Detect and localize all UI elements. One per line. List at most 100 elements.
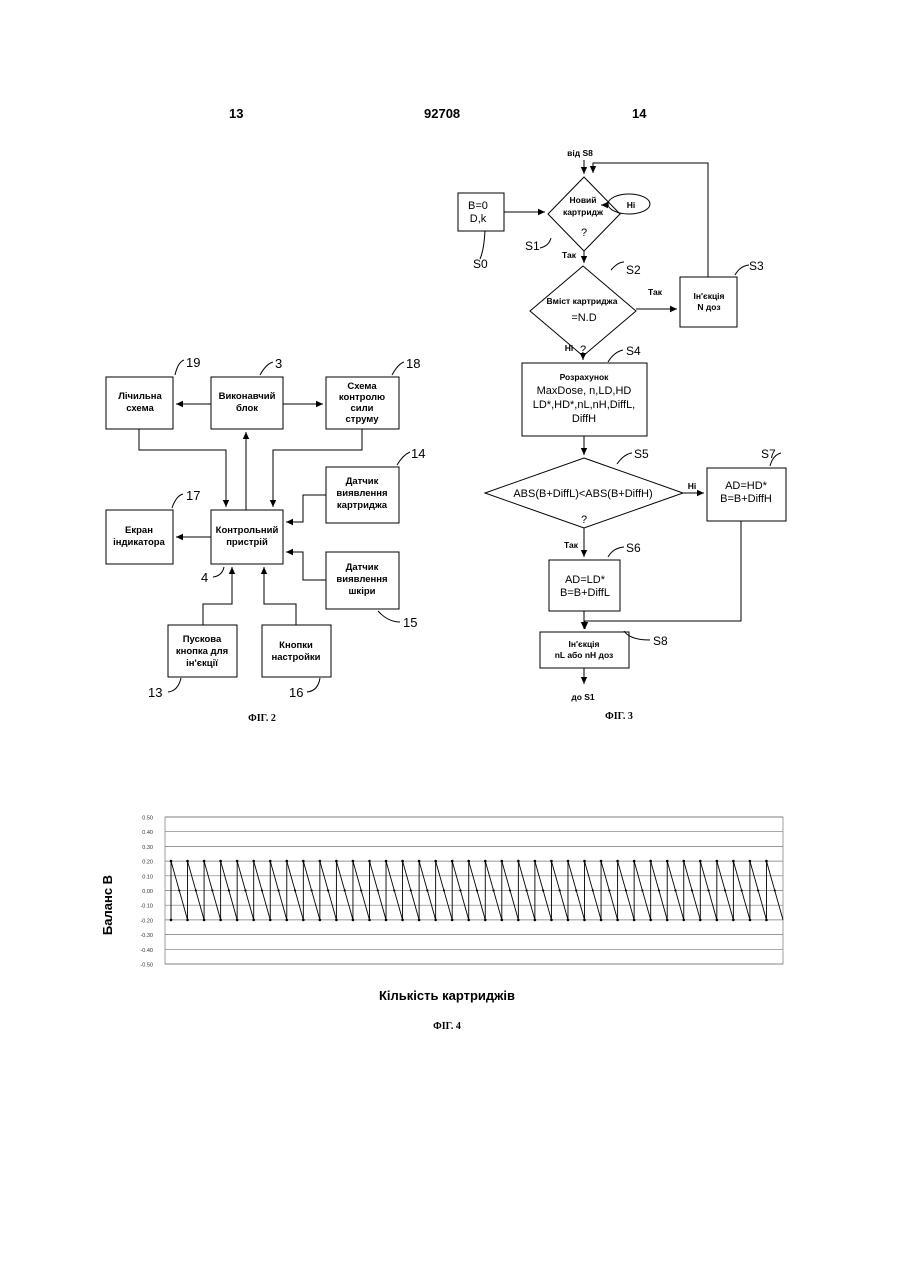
ref-13: 13 (148, 685, 162, 700)
step-s6: S6 (626, 541, 641, 555)
data-point (310, 889, 312, 891)
data-point (666, 860, 669, 863)
y-tick-label: -0.50 (140, 963, 153, 969)
from-s8-label: від S8 (567, 148, 593, 158)
content-check-formula: =N.D (571, 312, 596, 324)
step-s7: S7 (761, 447, 776, 461)
data-point (451, 860, 454, 863)
data-point (203, 860, 206, 863)
data-point (467, 860, 470, 863)
y-tick-label: 0.10 (142, 874, 153, 880)
y-tick-label: 0.40 (142, 830, 153, 836)
data-point (285, 860, 288, 863)
page-number-right: 14 (632, 106, 646, 121)
data-point (484, 919, 487, 922)
data-point (170, 860, 173, 863)
low-dose-label: AD=LD*B=B+DiffL (560, 574, 610, 599)
y-tick-label: 0.00 (142, 889, 153, 895)
skin-sensor-label: Датчиквиявленняшкіри (336, 562, 387, 597)
counter-label: Лічильнасхема (118, 391, 162, 414)
data-point (682, 919, 685, 922)
init-label: B=0D,k (468, 200, 488, 225)
data-point (426, 889, 428, 891)
data-point (534, 860, 537, 863)
data-point (344, 889, 346, 891)
fig2-caption: ФІГ. 2 (248, 713, 276, 724)
y-tick-labels: 0.500.400.300.200.100.00-0.10-0.20-0.30-… (140, 816, 153, 969)
display-label: Екраніндикатора (113, 525, 165, 548)
data-point (691, 889, 693, 891)
data-point (385, 860, 388, 863)
data-point (559, 889, 561, 891)
data-point (244, 889, 246, 891)
step-s4: S4 (626, 344, 641, 358)
data-point (749, 860, 752, 863)
data-point (757, 889, 759, 891)
data-point (716, 860, 719, 863)
data-point (459, 889, 461, 891)
box-settings-buttons (262, 625, 331, 677)
data-point (302, 919, 305, 922)
data-point (732, 860, 735, 863)
y-tick-label: 0.50 (142, 816, 153, 822)
data-point (526, 889, 528, 891)
controller-label: Контрольнийпристрій (216, 525, 279, 548)
step-s0: S0 (473, 257, 488, 271)
fig4-caption: ФІГ. 4 (433, 1021, 461, 1032)
data-point (476, 889, 478, 891)
data-point (509, 889, 511, 891)
ref-17: 17 (186, 488, 200, 503)
data-point (434, 919, 437, 922)
y-tick-label: 0.20 (142, 860, 153, 866)
ref-19: 19 (186, 355, 200, 370)
data-point (203, 919, 206, 922)
high-dose-label: AD=HD*B=B+DiffH (720, 480, 772, 505)
data-point (352, 860, 355, 863)
y-tick-label: -0.30 (140, 933, 153, 939)
yes-label-3: Так (564, 540, 579, 550)
ref-16: 16 (289, 685, 303, 700)
data-point (319, 860, 322, 863)
data-point (434, 860, 437, 863)
ref-14: 14 (411, 446, 425, 461)
data-point (517, 919, 520, 922)
cartridge-sensor-label: Датчиквиявленнякартриджа (336, 476, 387, 511)
yes-label-2: Так (648, 287, 663, 297)
fig2-block-diagram: Лічильнасхема Виконавчийблок Схемаконтро… (0, 0, 450, 740)
data-point (385, 919, 388, 922)
ref-4: 4 (201, 570, 208, 585)
data-point (219, 919, 222, 922)
data-point (592, 889, 594, 891)
data-point (327, 889, 329, 891)
step-s3: S3 (749, 259, 764, 273)
data-point (335, 860, 338, 863)
data-point (285, 919, 288, 922)
injection-n-label: Ін'єкціяN доз (693, 291, 724, 312)
ref-3: 3 (275, 356, 282, 371)
chart-series (170, 860, 783, 921)
start-button-label: Пусковакнопка дляін'єкції (176, 634, 228, 669)
data-point (410, 889, 412, 891)
data-point (600, 860, 603, 863)
data-point (219, 860, 222, 863)
no-bubble-label: Ні (627, 200, 636, 210)
data-point (418, 919, 421, 922)
data-point (186, 860, 189, 863)
data-point (625, 889, 627, 891)
chart-grid (165, 817, 783, 964)
fig3-caption: ФІГ. 3 (605, 711, 633, 722)
data-point (550, 919, 553, 922)
data-point (575, 889, 577, 891)
data-point (774, 889, 776, 891)
data-point (749, 919, 752, 922)
data-point (567, 860, 570, 863)
content-check-question: ? (580, 344, 586, 356)
data-point (600, 919, 603, 922)
data-point (501, 919, 504, 922)
data-point (393, 889, 395, 891)
data-point (674, 889, 676, 891)
data-point (732, 919, 735, 922)
ref-15: 15 (403, 615, 417, 630)
comparison-question: ? (581, 514, 587, 526)
data-point (567, 919, 570, 922)
